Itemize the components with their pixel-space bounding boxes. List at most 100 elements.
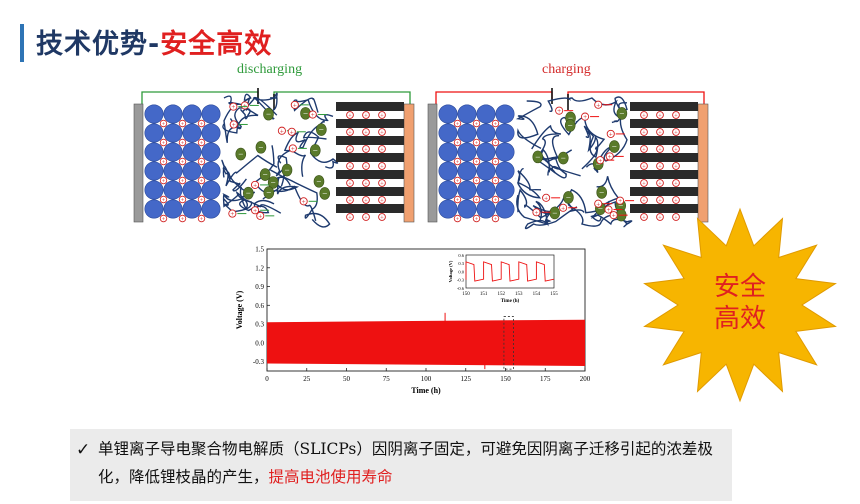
- anode-particle: [476, 199, 496, 219]
- lithium-ion-sign: +: [181, 197, 185, 204]
- lithium-ion-sign: +: [162, 121, 166, 128]
- electrolyte-lithium-ion-sign: +: [231, 103, 235, 111]
- anode-particle: [495, 161, 515, 181]
- burst-line-1: 安全: [714, 272, 766, 302]
- lithium-ion-sign: +: [181, 159, 185, 166]
- lithium-ion: [491, 157, 500, 166]
- electrolyte-lithium-ion: [594, 199, 603, 208]
- anode-particle: [495, 142, 515, 162]
- fixed-anion-sign: −: [319, 125, 324, 135]
- intercalated-lithium-ion-sign: +: [364, 113, 368, 120]
- intercalated-lithium-ion: [672, 128, 680, 136]
- anode-particle: [438, 104, 458, 124]
- lithium-ion-sign: +: [475, 159, 479, 166]
- fixed-anion: [616, 107, 628, 120]
- electrolyte-lithium-ion: [581, 112, 590, 121]
- cathode-layer: [630, 153, 698, 162]
- inset-x-tick-label: 154: [533, 292, 541, 297]
- intercalated-lithium-ion: [362, 145, 370, 153]
- electrolyte-lithium-ion: [240, 101, 249, 110]
- anode-particle: [144, 123, 164, 143]
- electrolyte-lithium-ion-sign: +: [243, 102, 247, 110]
- electrolyte-lithium-ion: [251, 206, 260, 215]
- electrolyte-lithium-ion: [604, 205, 613, 214]
- electrolyte-lithium-ion-sign: +: [544, 194, 548, 202]
- electrolyte-lithium-ion-sign: +: [612, 212, 616, 220]
- title-highlight: 安全高效: [160, 29, 273, 60]
- page-title: 技术优势-安全高效: [36, 22, 272, 61]
- intercalated-lithium-ion: [378, 196, 386, 204]
- lithium-ion-sign: +: [475, 140, 479, 147]
- intercalated-lithium-ion: [656, 196, 664, 204]
- anode-particle: [182, 180, 202, 200]
- fixed-anion: [557, 151, 569, 165]
- anode-particle: [201, 199, 221, 219]
- lithium-ion: [491, 195, 500, 204]
- fixed-anion: [255, 140, 267, 154]
- summary-text: 单锂离子导电聚合物电解质（SLICPs）因阴离子固定，可避免因阴离子迁移引起的浓…: [98, 435, 724, 491]
- polymer-chain: [515, 100, 542, 150]
- intercalated-lithium-ion: [378, 213, 386, 221]
- lithium-ion: [197, 176, 206, 185]
- cathode-layer: [630, 187, 698, 196]
- polymer-chain: [532, 200, 557, 227]
- lithium-ion-sign: +: [162, 197, 166, 204]
- electrolyte-lithium-ion-sign: +: [598, 157, 602, 165]
- inset-x-tick-label: 150: [462, 292, 470, 297]
- intercalated-lithium-ion-sign: +: [642, 130, 646, 137]
- lithium-ion: [159, 138, 168, 147]
- fixed-anion: [316, 123, 327, 136]
- intercalated-lithium-ion: [346, 145, 354, 153]
- intercalated-lithium-ion-sign: +: [348, 113, 352, 120]
- electrolyte-lithium-ion: [299, 197, 308, 206]
- fixed-anion-sign: −: [238, 149, 243, 159]
- anode-particle: [201, 123, 221, 143]
- cathode-layer: [336, 204, 404, 213]
- intercalated-lithium-ion: [378, 179, 386, 187]
- lithium-ion-sign: +: [494, 121, 498, 128]
- intercalated-lithium-ion: [378, 111, 386, 119]
- electrolyte-lithium-ion: [559, 203, 568, 212]
- fixed-anion-sign: −: [303, 108, 308, 118]
- lithium-ion: [472, 157, 481, 166]
- fixed-anion: [243, 186, 254, 200]
- intercalated-lithium-ion: [346, 128, 354, 136]
- polymer-chain: [596, 176, 633, 226]
- intercalated-lithium-ion-sign: +: [380, 113, 384, 120]
- lithium-ion: [453, 119, 462, 128]
- polymer-chain: [516, 194, 578, 230]
- y-tick-label: 0.6: [255, 302, 264, 310]
- y-tick-label: 1.5: [255, 246, 264, 254]
- intercalated-lithium-ion: [640, 162, 648, 170]
- fixed-anion: [563, 191, 574, 204]
- inset-y-tick-label: -0.3: [457, 278, 465, 283]
- charging-label: charging: [542, 62, 591, 77]
- intercalated-lithium-ion-sign: +: [658, 147, 662, 154]
- y-axis-label: Voltage (V): [235, 290, 244, 329]
- lithium-ion-sign: +: [181, 178, 185, 185]
- intercalated-lithium-ion: [656, 128, 664, 136]
- lithium-ion-sign: +: [200, 159, 204, 166]
- lithium-ion-sign: +: [162, 159, 166, 166]
- fixed-anion: [564, 119, 576, 132]
- intercalated-lithium-ion: [378, 128, 386, 136]
- intercalated-lithium-ion: [672, 145, 680, 153]
- anode-particle: [144, 142, 164, 162]
- fixed-anion-sign: −: [535, 152, 540, 162]
- cathode-current-collector: [697, 103, 709, 223]
- charging-diagram: ++++++++++++++++++−−−−−−−−−−−−−+++++++++…: [427, 88, 709, 230]
- inset-x-axis-label: Time (h): [501, 299, 520, 304]
- anode-particle: [438, 180, 458, 200]
- fixed-anion-sign: −: [313, 145, 318, 155]
- electrolyte-lithium-ion-sign: +: [232, 121, 236, 129]
- intercalated-lithium-ion-sign: +: [658, 130, 662, 137]
- inset-y-tick-label: 0.3: [458, 261, 464, 266]
- fixed-anion-sign: −: [263, 170, 268, 180]
- intercalated-lithium-ion-sign: +: [348, 147, 352, 154]
- summary-highlight: 提高电池使用寿命: [268, 468, 393, 486]
- lithium-ion-sign: +: [475, 197, 479, 204]
- lithium-ion: [472, 119, 481, 128]
- anode-particle: [201, 180, 221, 200]
- intercalated-lithium-ion-sign: +: [658, 181, 662, 188]
- intercalated-lithium-ion: [346, 213, 354, 221]
